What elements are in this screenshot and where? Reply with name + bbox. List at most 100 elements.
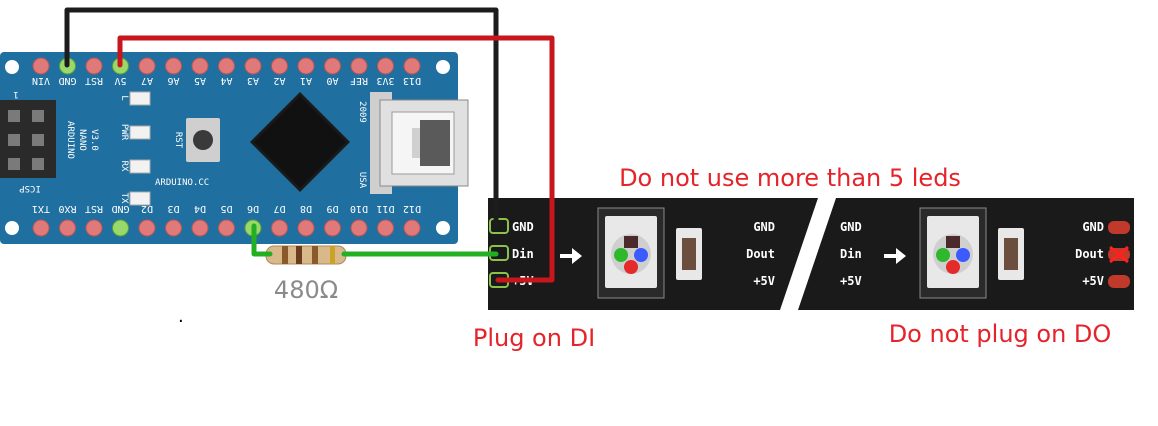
data-wire-d6 xyxy=(251,223,273,257)
led-label-pwr: PWR xyxy=(119,124,129,141)
top-pin-pad xyxy=(165,57,182,75)
top-pin-pad xyxy=(324,57,341,75)
led-label-rx: RX xyxy=(119,161,129,172)
bottom-pin-label: D3 xyxy=(167,203,179,214)
bottom-pin-pad xyxy=(59,219,76,237)
top-pin-pad xyxy=(271,57,288,75)
seg2-out-gnd-label: GND xyxy=(1082,220,1104,234)
led-label-tx: TX xyxy=(119,193,129,204)
resistor-value-label: 480Ω xyxy=(274,276,338,304)
top-pin-pad xyxy=(191,57,209,75)
note-max-leds: Do not use more than 5 leds xyxy=(619,164,961,192)
mounting-hole xyxy=(436,221,450,235)
top-pin-label: REF xyxy=(350,75,368,86)
gnd-wire xyxy=(64,7,499,231)
direction-arrow-icon xyxy=(884,248,906,264)
icsp-label: ICSP xyxy=(19,183,41,193)
bottom-pin-label: D10 xyxy=(350,203,368,214)
top-pin-pad xyxy=(403,57,421,75)
top-pin-label: A3 xyxy=(247,75,259,86)
bottom-pin-pad xyxy=(85,219,103,237)
top-pin-pad xyxy=(377,57,394,75)
bottom-pin-label: D11 xyxy=(376,203,394,214)
pad-gnd-label: GND xyxy=(512,220,534,234)
bottom-pin-pad xyxy=(191,219,209,237)
seg1-dout-label: Dout xyxy=(746,247,775,261)
mounting-hole xyxy=(5,221,19,235)
capacitor-1 xyxy=(676,228,702,280)
5v-wire xyxy=(117,35,555,283)
warning-cross-icon xyxy=(1109,245,1129,264)
year-label: 2009 xyxy=(357,101,367,123)
bottom-pin-label: D12 xyxy=(403,203,421,214)
top-pin-label: D13 xyxy=(403,75,421,86)
bottom-pin-pad xyxy=(218,219,235,237)
top-pin-label: A1 xyxy=(300,75,312,86)
mounting-hole xyxy=(436,60,450,74)
top-pin-label: VIN xyxy=(32,75,50,86)
bottom-pin-label: TX1 xyxy=(32,203,50,214)
brand-label: ARDUINO.CC xyxy=(155,178,209,188)
top-pin-label: GND xyxy=(58,75,76,86)
stray-dot: . xyxy=(178,306,184,327)
top-pin-pad xyxy=(350,57,368,75)
seg1-5v-label: +5V xyxy=(753,274,775,288)
seg2-gnd-label: GND xyxy=(840,220,862,234)
bottom-pin-pad xyxy=(350,219,368,237)
status-leds: L PWR RX TX xyxy=(119,91,151,206)
bottom-pin-pad xyxy=(165,219,182,237)
rst-label: RST xyxy=(173,132,183,149)
board-pcb xyxy=(0,52,458,244)
direction-arrow-icon xyxy=(560,248,582,264)
usb-connector: 2009 USA xyxy=(357,92,469,194)
mounting-hole xyxy=(5,60,19,74)
country-label: USA xyxy=(357,172,367,189)
bottom-pin-pad xyxy=(377,219,394,237)
model-label: ARDUINO NANO V3.0 xyxy=(65,121,99,159)
top-pin-label: A0 xyxy=(326,75,338,86)
bottom-pin-pad xyxy=(297,219,315,237)
wires xyxy=(64,7,555,283)
bottom-pin-pad xyxy=(324,219,341,237)
pad-din-label: Din xyxy=(512,247,534,261)
top-pin-label: RST xyxy=(85,75,103,86)
model-line-1: ARDUINO xyxy=(65,121,75,159)
bottom-pin-label: RX0 xyxy=(58,203,76,214)
led-chip-1 xyxy=(597,207,665,299)
led-label-l: L xyxy=(119,95,129,100)
bottom-pin-label: D9 xyxy=(326,203,338,214)
bottom-pin-label: D4 xyxy=(194,203,206,214)
bottom-pin-pad xyxy=(271,219,288,237)
resistor xyxy=(265,245,347,265)
seg2-5v-label: +5V xyxy=(840,274,862,288)
top-pin-label: A5 xyxy=(194,75,206,86)
seg1-gnd-label: GND xyxy=(753,220,775,234)
reset-button: RST xyxy=(173,118,220,162)
bottom-pin-pad xyxy=(138,219,156,237)
led-chip-2 xyxy=(919,207,987,299)
bottom-pin-label: RST xyxy=(85,203,103,214)
capacitor-2 xyxy=(998,228,1024,280)
model-line-3: V3.0 xyxy=(89,129,99,151)
top-pin-pad xyxy=(85,57,103,75)
bottom-pin-pad xyxy=(32,219,50,237)
top-pin-label: A4 xyxy=(220,75,232,86)
bottom-pin-pad xyxy=(403,219,421,237)
seg2-din-label: Din xyxy=(840,247,862,261)
seg2-out-5v-label: +5V xyxy=(1082,274,1104,288)
note-no-do: Do not plug on DO xyxy=(889,320,1112,348)
bottom-pin-label: D8 xyxy=(300,203,312,214)
top-pin-pad xyxy=(244,57,262,75)
top-pin-label: 5V xyxy=(114,75,126,86)
top-pin-pad xyxy=(218,57,235,75)
header-number: 1 xyxy=(13,89,18,99)
seg2-dout-label: Dout xyxy=(1075,247,1104,261)
bottom-pin-label: D6 xyxy=(247,203,259,214)
bottom-pin-label: D7 xyxy=(273,203,285,214)
top-pin-label: 3V3 xyxy=(376,75,394,86)
bottom-pin-label: GND xyxy=(111,203,129,214)
top-pin-pad xyxy=(138,57,156,75)
